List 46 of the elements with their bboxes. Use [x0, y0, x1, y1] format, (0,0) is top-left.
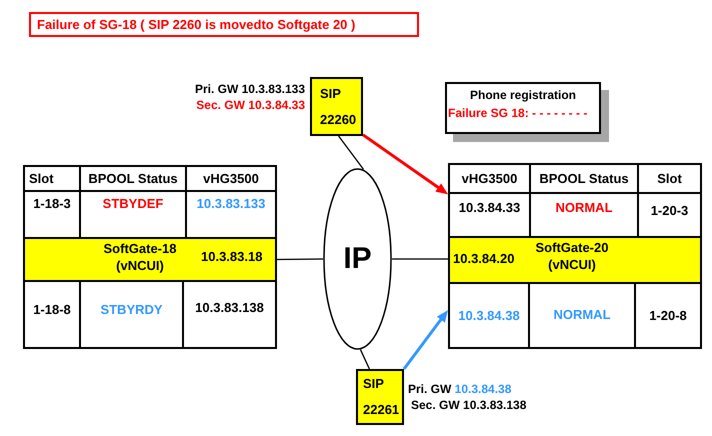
- arrow: [362, 134, 448, 194]
- slot-id: 1-18-8: [33, 302, 71, 318]
- arrow: [402, 310, 448, 370]
- ip-address: 10.3.84.20: [453, 250, 516, 267]
- connector-line: [392, 258, 448, 260]
- note-panel: [445, 82, 601, 134]
- sip-label: SIP 22261: [363, 375, 400, 419]
- slot-id: 1-18-3: [33, 196, 71, 212]
- slot-id: 1-20-8: [649, 308, 687, 324]
- highlight-band: [448, 236, 702, 284]
- status-value: NORMAL: [553, 307, 611, 323]
- connector-line: [338, 136, 364, 170]
- status-value: NORMAL: [555, 200, 613, 216]
- status-text: Failure SG 18: - - - - - - - -: [448, 105, 588, 122]
- column-heading: BPOOL Status: [539, 170, 629, 186]
- data-table: [448, 163, 702, 349]
- data-table: [23, 165, 277, 349]
- network-label: IP: [343, 243, 372, 275]
- sip-box: [356, 369, 404, 425]
- column-heading: BPOOL Status: [88, 170, 178, 186]
- gateway-address: Sec. GW 10.3.83.138: [411, 398, 526, 412]
- gateway-name: SoftGate-20 (vNCUI): [534, 239, 610, 273]
- ip-address: 10.3.83.138: [195, 300, 264, 316]
- status-value: STBYDEF: [102, 196, 164, 212]
- highlight-band: [23, 237, 277, 282]
- ip-address: 10.3.84.38: [458, 308, 520, 324]
- gateway-name: SoftGate-18 (vNCUI): [102, 240, 178, 274]
- column-heading: vHG3500: [462, 170, 518, 186]
- ip-address: 10.3.83.18: [201, 248, 264, 265]
- network-ellipse: [323, 168, 392, 350]
- title-banner: Failure of SG-18 ( SIP 2260 is movedto Softgate 20 ): [29, 12, 419, 37]
- column-heading: vHG3500: [203, 170, 259, 186]
- gateway-address: Pri. GW 10.3.83.133: [194, 82, 305, 96]
- sip-label: SIP 22260: [320, 84, 358, 128]
- connector-line: [277, 258, 323, 260]
- connector-line: [360, 349, 370, 370]
- ip-address: 10.3.83.133: [196, 196, 266, 212]
- gateway-address: Pri. GW 10.3.84.38: [408, 382, 512, 396]
- gateway-address: Sec. GW 10.3.84.33: [196, 98, 305, 112]
- status-value: STBYRDY: [100, 302, 163, 318]
- column-heading: Slot: [29, 170, 54, 186]
- panel-heading: Phone registration: [468, 87, 577, 104]
- sip-box: [310, 77, 363, 136]
- column-heading: Slot: [657, 170, 682, 186]
- slot-id: 1-20-3: [650, 203, 688, 219]
- ip-address: 10.3.84.33: [458, 200, 520, 216]
